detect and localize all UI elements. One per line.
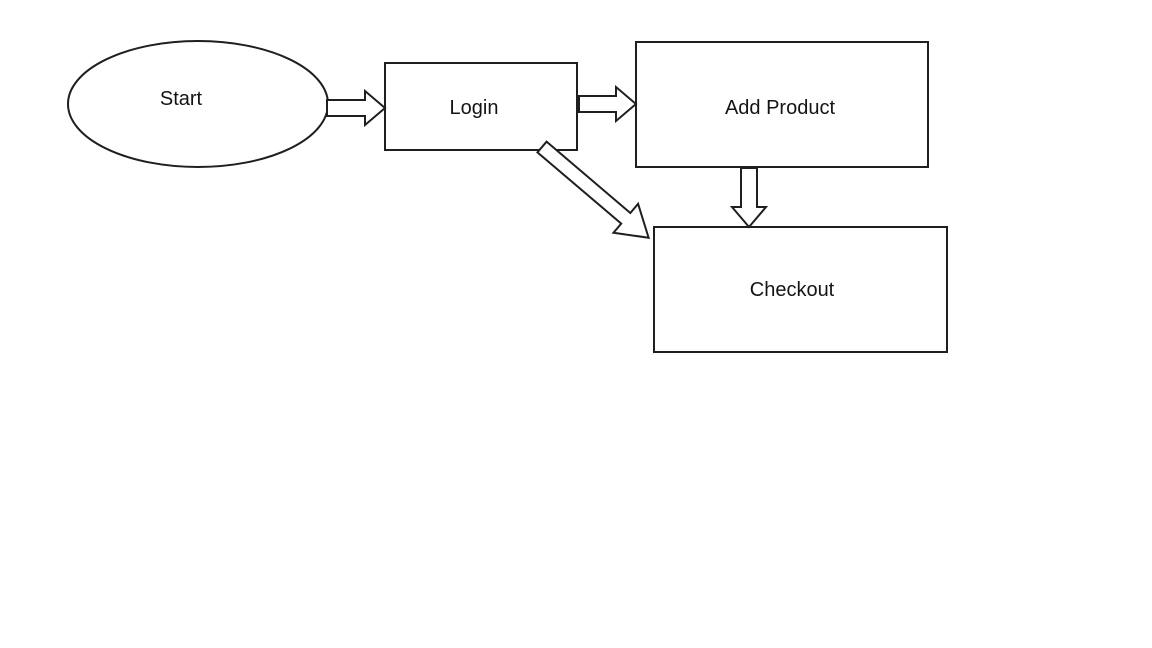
start-node-label: Start bbox=[160, 88, 203, 110]
arrow-login-to-checkout[interactable] bbox=[530, 133, 661, 253]
checkout-node-shape[interactable] bbox=[653, 226, 948, 353]
add-product-node-label: Add Product bbox=[725, 97, 836, 119]
start-node[interactable]: Start bbox=[67, 40, 329, 168]
arrow-login-to-add-product[interactable] bbox=[578, 84, 638, 124]
arrow-start-to-login[interactable] bbox=[326, 88, 387, 128]
checkout-node-label: Checkout bbox=[750, 279, 835, 301]
checkout-node[interactable]: Checkout bbox=[653, 226, 948, 353]
arrow-add-product-to-checkout[interactable] bbox=[729, 167, 769, 229]
login-node-label: Login bbox=[450, 97, 499, 119]
login-node-shape[interactable] bbox=[384, 62, 578, 151]
add-product-node-shape[interactable] bbox=[635, 41, 929, 168]
add-product-node[interactable]: Add Product bbox=[635, 41, 929, 168]
login-node[interactable]: Login bbox=[384, 62, 578, 151]
